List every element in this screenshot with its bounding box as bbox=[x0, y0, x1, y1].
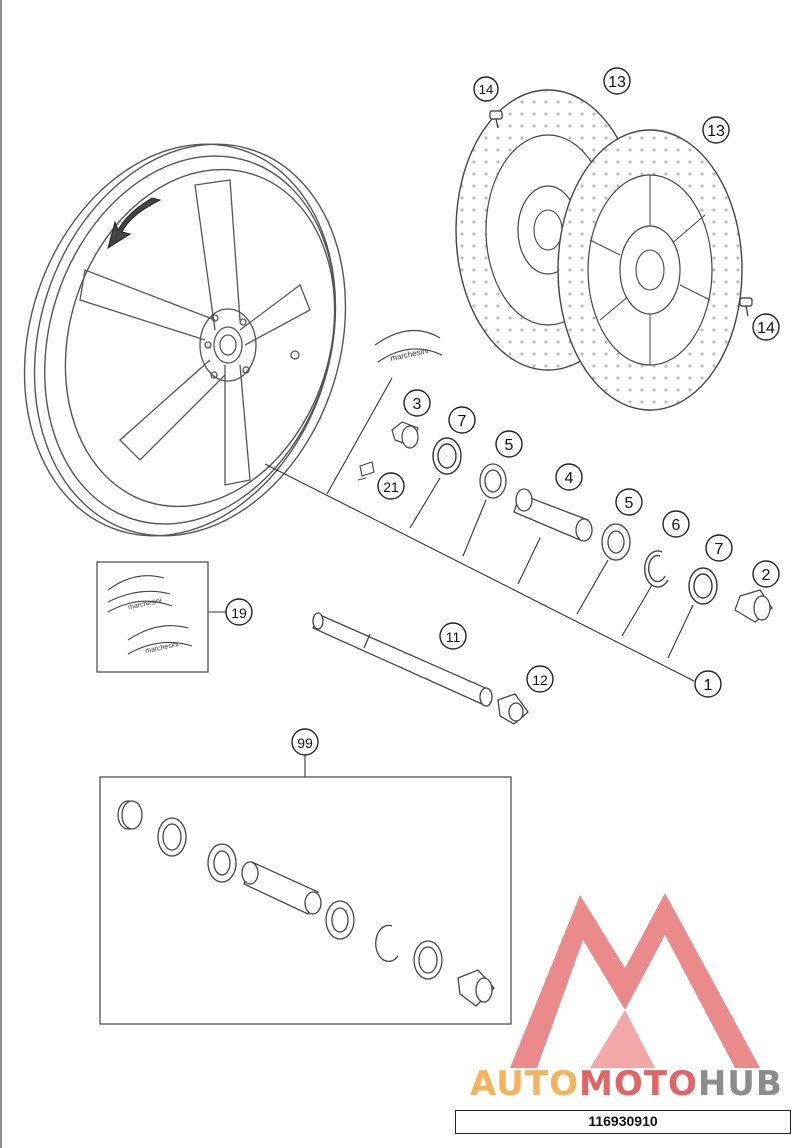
callout-14-right: 14 bbox=[752, 313, 780, 341]
callout-19: 19 bbox=[225, 598, 253, 626]
svg-text:11: 11 bbox=[446, 629, 461, 645]
brake-disc-front bbox=[557, 129, 743, 411]
watermark-brand-part3: HUB bbox=[697, 1064, 783, 1104]
svg-text:5: 5 bbox=[625, 495, 634, 512]
svg-text:6: 6 bbox=[672, 517, 681, 534]
spacer-2 bbox=[734, 589, 773, 623]
svg-text:2: 2 bbox=[762, 567, 771, 584]
wheel-rim bbox=[23, 143, 347, 537]
callout-2: 2 bbox=[752, 560, 780, 588]
callout-99: 99 bbox=[291, 728, 319, 756]
watermark-logo-icon bbox=[510, 893, 760, 1068]
callout-13-top: 13 bbox=[603, 67, 631, 95]
bearing-kit-box bbox=[99, 776, 512, 1025]
callout-6: 6 bbox=[662, 510, 690, 538]
disc-bolt-right bbox=[739, 297, 753, 317]
disc-bolt-top bbox=[489, 110, 503, 129]
bearing-spacer-3 bbox=[391, 421, 419, 449]
seal-7-left bbox=[432, 437, 462, 475]
svg-text:19: 19 bbox=[231, 605, 247, 621]
svg-text:1: 1 bbox=[704, 677, 713, 694]
rim-decal bbox=[374, 329, 443, 363]
watermark-brand-part1: AUTO bbox=[470, 1064, 579, 1104]
callout-3: 3 bbox=[403, 389, 431, 417]
leader-lines bbox=[208, 377, 695, 777]
seal-7-right bbox=[688, 567, 718, 605]
svg-text:13: 13 bbox=[608, 74, 626, 91]
spacer-tube-4 bbox=[513, 488, 593, 542]
svg-text:13: 13 bbox=[707, 123, 725, 140]
bearing-kit-parts bbox=[117, 800, 495, 1007]
callout-4: 4 bbox=[555, 463, 583, 491]
bearing-5-right bbox=[601, 523, 631, 561]
svg-text:3: 3 bbox=[413, 396, 422, 413]
svg-text:99: 99 bbox=[297, 735, 313, 751]
watermark-brand-text: AUTOMOTOHUB bbox=[470, 1064, 800, 1104]
rim-decal-label: marchesini bbox=[389, 346, 429, 363]
svg-text:21: 21 bbox=[383, 479, 399, 495]
svg-text:14: 14 bbox=[757, 320, 775, 337]
part-number-box: 116930910 bbox=[455, 1110, 791, 1134]
part-number: 116930910 bbox=[588, 1113, 658, 1129]
circlip-6 bbox=[644, 550, 669, 588]
callout-11: 11 bbox=[439, 622, 467, 650]
callout-5-left: 5 bbox=[495, 430, 523, 458]
rotation-arrow-icon bbox=[107, 197, 162, 250]
callout-7-right: 7 bbox=[705, 534, 733, 562]
decal-kit-box bbox=[96, 561, 209, 673]
decal-kit-label-1: marchesini bbox=[128, 597, 163, 611]
svg-text:7: 7 bbox=[458, 413, 467, 430]
callout-21: 21 bbox=[377, 472, 405, 500]
svg-text:14: 14 bbox=[479, 82, 493, 97]
callout-14-top: 14 bbox=[473, 76, 499, 102]
valve-21 bbox=[357, 461, 375, 481]
callout-12: 12 bbox=[526, 665, 554, 693]
decal-kit-strips bbox=[107, 575, 193, 655]
callout-13-mid: 13 bbox=[702, 116, 730, 144]
callout-1: 1 bbox=[694, 670, 722, 698]
svg-text:7: 7 bbox=[715, 541, 724, 558]
axle-nut-12 bbox=[497, 693, 529, 725]
bearing-5-left bbox=[479, 463, 507, 499]
svg-text:4: 4 bbox=[565, 470, 574, 487]
wheel-spokes bbox=[79, 179, 311, 486]
watermark-brand-part2: MOTO bbox=[578, 1064, 698, 1104]
callout-5-right: 5 bbox=[615, 488, 643, 516]
axle-11 bbox=[312, 612, 493, 707]
svg-text:12: 12 bbox=[532, 672, 548, 688]
callout-7-left: 7 bbox=[448, 406, 476, 434]
svg-text:5: 5 bbox=[505, 437, 514, 454]
